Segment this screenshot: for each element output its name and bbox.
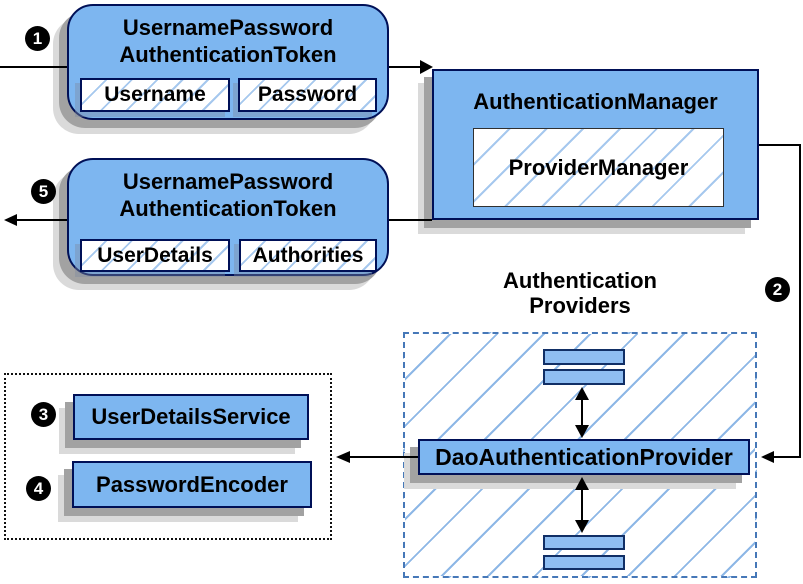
authentication-providers-label: Authentication Providers: [503, 268, 657, 318]
arrow-response-out: [4, 214, 67, 226]
request-token-box: UsernamePassword AuthenticationToken Use…: [67, 4, 389, 120]
dao-authentication-provider-box: DaoAuthenticationProvider: [418, 439, 750, 475]
step-2-badge: 2: [765, 277, 790, 302]
provider-manager-box: ProviderManager: [473, 128, 724, 207]
authorities-field-label: Authorities: [252, 243, 364, 267]
arrow-manager-to-dao: [759, 144, 801, 463]
password-encoder-box: PasswordEncoder: [72, 461, 312, 508]
dao-authentication-provider-label: DaoAuthenticationProvider: [435, 443, 733, 470]
step-4-number: 4: [33, 478, 44, 498]
user-details-field-box: UserDetails: [80, 239, 230, 272]
user-details-service-label: UserDetailsService: [91, 404, 291, 429]
step-3-badge: 3: [31, 402, 56, 427]
password-field-label: Password: [257, 83, 358, 106]
step-5-badge: 5: [31, 179, 56, 204]
password-field-box: Password: [238, 78, 377, 112]
step-2-number: 2: [772, 279, 783, 299]
step-5-number: 5: [38, 181, 49, 201]
other-provider-bar: [543, 555, 625, 570]
step-3-number: 3: [38, 404, 49, 424]
response-token-title: UsernamePassword AuthenticationToken: [119, 169, 337, 221]
step-1-badge: 1: [25, 26, 50, 51]
username-field-label: Username: [104, 83, 206, 106]
other-provider-bar: [543, 369, 625, 385]
user-details-field-label: UserDetails: [97, 243, 213, 267]
authentication-manager-box: AuthenticationManager ProviderManager: [432, 69, 759, 220]
step-4-badge: 4: [26, 476, 51, 501]
username-field-box: Username: [80, 78, 230, 112]
response-token-box: UsernamePassword AuthenticationToken Use…: [67, 158, 389, 276]
other-provider-bar: [543, 349, 625, 365]
request-token-title: UsernamePassword AuthenticationToken: [119, 15, 337, 67]
other-provider-bar: [543, 535, 625, 550]
provider-manager-label: ProviderManager: [508, 154, 689, 180]
step-1-number: 1: [32, 28, 43, 48]
authentication-manager-label: AuthenticationManager: [473, 89, 718, 114]
user-details-service-box: UserDetailsService: [73, 394, 309, 440]
authorities-field-box: Authorities: [239, 239, 377, 272]
password-encoder-label: PasswordEncoder: [96, 471, 288, 497]
arrow-token-to-manager: [389, 60, 433, 74]
